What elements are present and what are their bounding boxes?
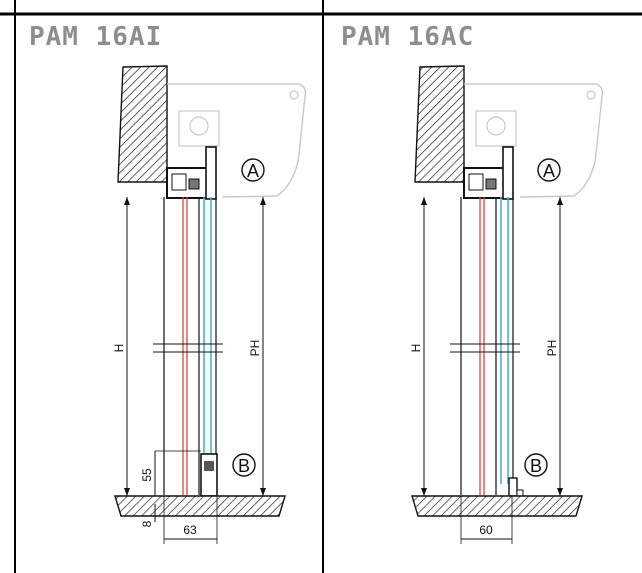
callout-b-label: B	[530, 456, 542, 476]
top-guide	[502, 146, 514, 200]
dim-h-arrow-bottom	[124, 488, 130, 496]
dim-60-label: 60	[479, 523, 493, 537]
bottom-stop	[516, 489, 524, 497]
roller-cassette	[464, 83, 604, 198]
bottom-bar	[508, 477, 518, 497]
dim-ph-arrow-bottom	[557, 488, 563, 496]
floor-section	[114, 495, 286, 517]
cassette-curl	[289, 90, 299, 100]
dim-55-label: 55	[140, 468, 154, 482]
roller-mechanism	[475, 110, 517, 147]
dim-ph-label: PH	[545, 340, 559, 357]
roller-drum	[486, 116, 506, 136]
dim-h-arrow-top	[421, 197, 427, 205]
dim-ph-arrow-top	[260, 197, 266, 205]
section-drawing-16ai: H PH 55 8 63 A B	[112, 65, 307, 544]
callout-b-circle	[524, 453, 548, 477]
dim-h-label: H	[112, 344, 126, 353]
dim-8-label: 8	[140, 520, 154, 527]
callout-a-circle	[537, 158, 561, 182]
bottom-bar-weight	[204, 461, 214, 471]
floor-section	[411, 495, 583, 517]
dim-ph-arrow-top	[557, 197, 563, 205]
cassette-curl	[586, 90, 596, 100]
bottom-bar	[200, 453, 218, 497]
header-profile-insert	[188, 178, 200, 190]
roller-drum	[189, 116, 209, 136]
header-profile-chamber	[468, 173, 484, 191]
dim-h-label: H	[409, 344, 423, 353]
callout-a-label: A	[543, 161, 555, 181]
dim-63-label: 63	[183, 523, 197, 537]
dim-ph-label: PH	[248, 340, 262, 357]
callout-a-label: A	[247, 161, 259, 181]
panel-title: PAM 16AC	[341, 22, 475, 52]
roller-mechanism	[178, 110, 220, 147]
panel-pam-16ai: PAM 16AI	[15, 14, 323, 573]
header-profile-chamber	[171, 173, 187, 191]
dim-h-arrow-bottom	[421, 488, 427, 496]
section-drawing-16ac: H PH 60 A B	[409, 65, 604, 544]
wall-section	[117, 65, 168, 183]
panel-title: PAM 16AI	[29, 22, 163, 52]
dim-ph-arrow-bottom	[260, 488, 266, 496]
roller-cassette	[167, 83, 307, 198]
wall-section	[414, 65, 465, 183]
top-guide	[205, 146, 217, 200]
panel-pam-16ac: PAM 16AC	[323, 14, 642, 573]
callout-b-circle	[232, 453, 256, 477]
dim-h-arrow-top	[124, 197, 130, 205]
header-profile-insert	[485, 178, 497, 190]
callout-b-label: B	[238, 456, 250, 476]
callout-a-circle	[241, 158, 265, 182]
